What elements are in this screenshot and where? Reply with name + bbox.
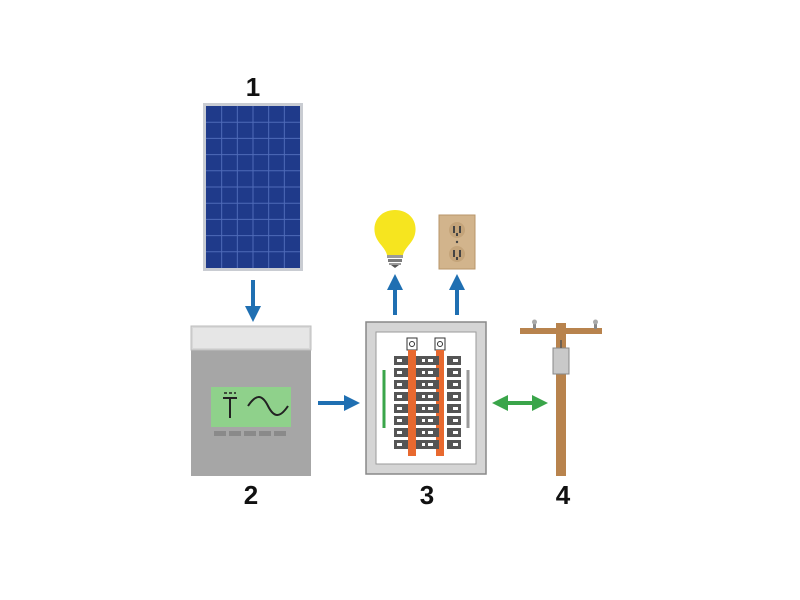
label-solar-panel: 1 <box>245 72 261 102</box>
inverter-buttons <box>214 431 286 436</box>
ac-wave-icon <box>247 396 289 416</box>
solar-panel-grid <box>206 106 300 268</box>
breaker-switches <box>394 356 461 449</box>
solar-panel-icon <box>203 103 303 271</box>
inverter-icon <box>190 325 312 476</box>
light-bulb-icon <box>374 210 416 268</box>
label-breaker-panel: 3 <box>419 480 435 510</box>
breaker-panel-icon <box>365 321 487 475</box>
power-outlet-icon <box>438 214 476 270</box>
utility-pole-icon <box>520 319 602 476</box>
label-inverter: 2 <box>243 480 259 510</box>
label-utility-pole: 4 <box>555 480 571 510</box>
dc-symbol-icon <box>223 392 237 418</box>
